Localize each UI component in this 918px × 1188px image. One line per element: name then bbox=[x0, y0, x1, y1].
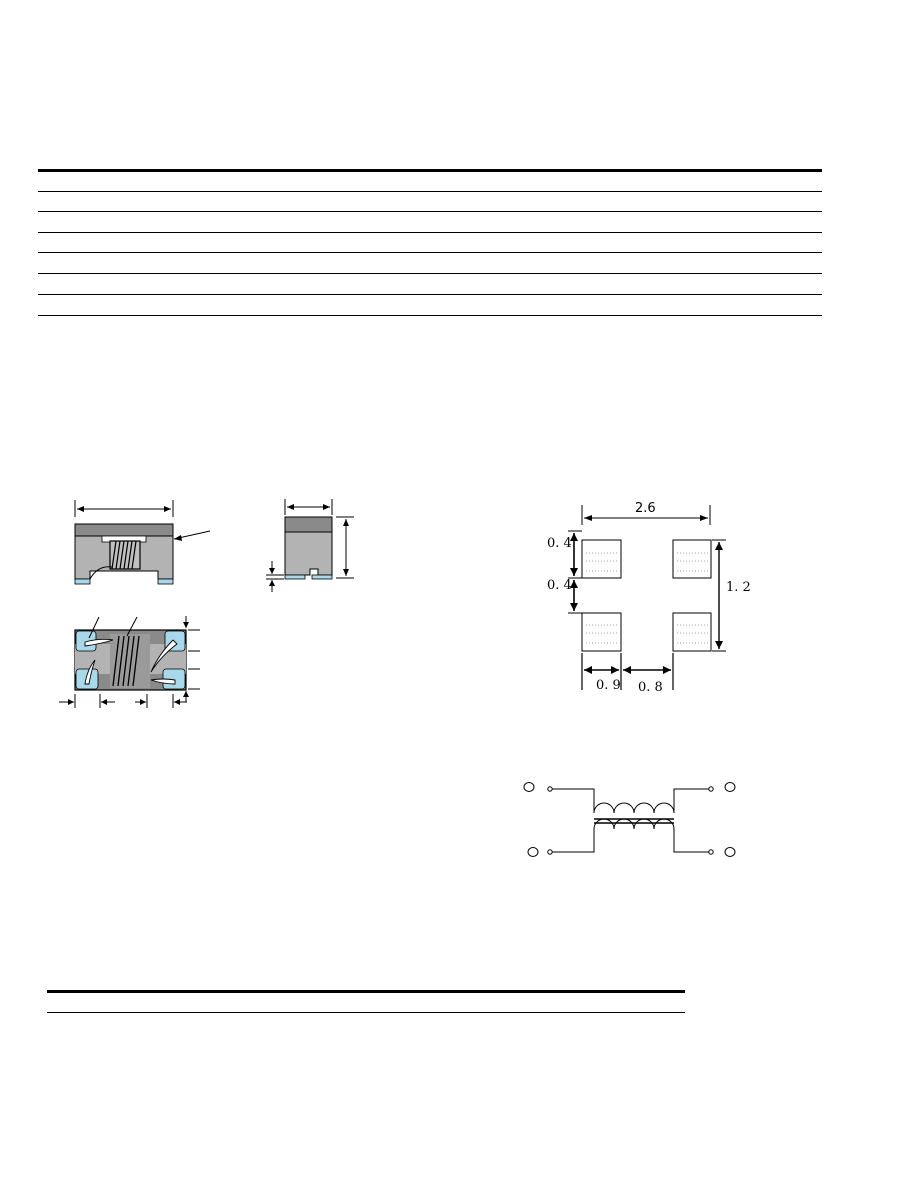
table-bottom-rule bbox=[38, 315, 822, 316]
inductor-side-view-icon bbox=[266, 499, 354, 592]
table-row-rule bbox=[38, 211, 822, 212]
inductor-bottom-view-icon bbox=[59, 616, 200, 708]
table-top-rule bbox=[38, 169, 822, 172]
land-total-height-label: 1. 2 bbox=[726, 580, 751, 595]
land-pad-gap-label: 0. 8 bbox=[638, 680, 663, 695]
land-gap-label: 0. 4 bbox=[547, 578, 572, 593]
table-bottom-rule bbox=[47, 1012, 685, 1013]
inductor-front-view-icon bbox=[74, 500, 211, 585]
table-row-rule bbox=[38, 273, 822, 274]
land-pattern-diagram: 2.6 0. 4 0. 4 1. 2 0. 9 0. 8 bbox=[530, 495, 760, 705]
land-pad-height-label: 0. 4 bbox=[547, 536, 572, 551]
common-mode-choke-symbol-icon bbox=[523, 782, 736, 857]
table-row-rule bbox=[38, 252, 822, 253]
land-pad-width-label: 0. 9 bbox=[596, 678, 621, 693]
table-row-rule bbox=[38, 232, 822, 233]
land-width-label: 2.6 bbox=[635, 501, 656, 516]
table-row-rule bbox=[38, 191, 822, 192]
table-row-rule bbox=[38, 294, 822, 295]
table-top-rule bbox=[47, 990, 685, 993]
